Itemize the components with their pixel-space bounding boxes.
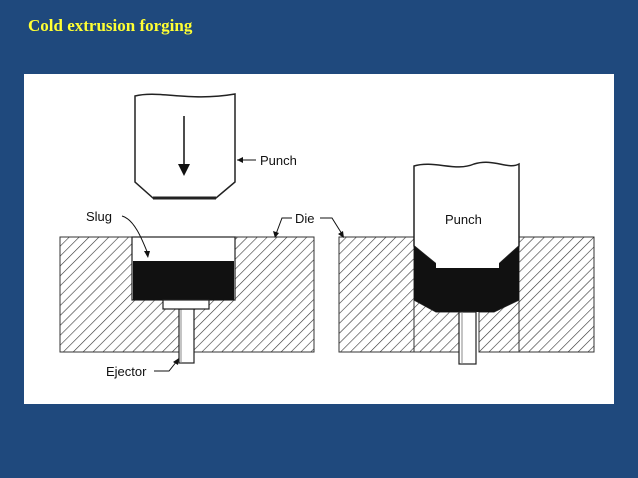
right-stage xyxy=(338,161,595,365)
ejector-label: Ejector xyxy=(106,364,147,379)
punch-label-left: Punch xyxy=(260,153,297,168)
punch-label-right: Punch xyxy=(445,212,482,227)
labels: Punch Slug Die Ejector Punch xyxy=(86,153,482,379)
extrusion-diagram: Punch Slug Die Ejector Punch xyxy=(24,74,614,404)
left-punch xyxy=(134,93,236,200)
right-punch xyxy=(413,161,520,265)
slug xyxy=(133,261,234,300)
right-die xyxy=(338,236,595,353)
slug-label: Slug xyxy=(86,209,112,224)
extruded-cup xyxy=(414,246,519,312)
left-stage xyxy=(59,93,315,364)
slide-title: Cold extrusion forging xyxy=(28,16,193,35)
die-label: Die xyxy=(295,211,315,226)
right-ejector xyxy=(458,311,477,365)
